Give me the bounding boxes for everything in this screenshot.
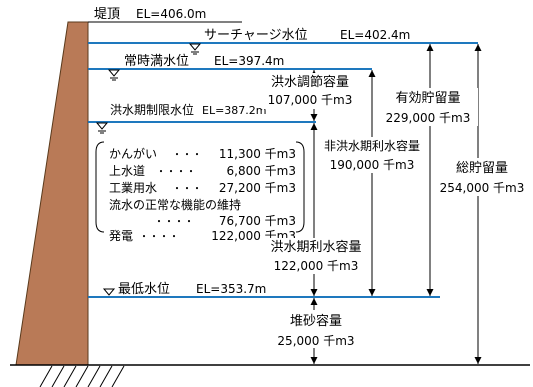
uses-bracket: [95, 141, 305, 233]
normal-el: EL=397.4m: [214, 54, 284, 68]
use-value: 11,300 千m3: [219, 147, 296, 161]
use-dots: ・・・: [172, 184, 202, 195]
total-value: 254,000 千m3: [440, 181, 525, 195]
effective-value: 229,000 千m3: [386, 111, 471, 125]
flood-control-label: 洪水調節容量: [271, 74, 349, 90]
surcharge-label: サーチャージ水位: [204, 28, 308, 43]
use-value: 76,700 千m3: [219, 214, 296, 228]
normal-label: 常時満水位: [124, 54, 189, 69]
minimum-label: 最低水位: [118, 282, 170, 297]
crest-el: EL=406.0m: [136, 7, 206, 21]
use-dots: ・・・: [172, 150, 202, 161]
effective-label: 有効貯留量: [395, 91, 460, 106]
flood-use-label: 洪水期利水容量: [270, 239, 361, 255]
use-dots: ・・・・: [139, 232, 179, 243]
use-name: かんがい: [109, 146, 157, 161]
surcharge-el: EL=402.4m: [340, 28, 410, 42]
use-value: 27,200 千m3: [219, 181, 296, 195]
use-value: 6,800 千m3: [227, 164, 297, 178]
water-level-symbol-icon: [188, 43, 202, 55]
use-name: 上水道: [109, 164, 145, 178]
use-dots: ・・・・: [154, 217, 194, 228]
use-name: 流水の正常な機能の維持: [109, 197, 241, 212]
water-level-symbol-icon: [107, 69, 121, 81]
non-flood-use-value: 190,000 千m3: [330, 158, 415, 172]
total-label: 総貯留量: [456, 161, 508, 176]
uses-list: かんがい ・・・ 11,300 千m3 上水道 ・・・・ 6,800 千m3 工…: [109, 146, 296, 243]
flood-limit-label: 洪水期制限水位: [110, 102, 194, 117]
sediment-value: 25,000 千m3: [277, 334, 354, 348]
crest-label: 堤頂: [94, 7, 120, 22]
flood-use-value: 122,000 千m3: [274, 259, 359, 273]
flood-limit-el: EL=387.2m: [202, 104, 267, 117]
minimum-el: EL=353.7m: [196, 282, 266, 296]
water-level-symbol-icon: [95, 122, 109, 134]
use-name: 発電: [109, 229, 133, 243]
water-level-symbol-icon: [102, 288, 116, 296]
sediment-label: 堆砂容量: [290, 313, 342, 329]
non-flood-use-label: 非洪水期利水容量: [324, 138, 420, 153]
dam-body: [15, 21, 89, 366]
flood-control-value: 107,000 千m3: [268, 93, 353, 107]
use-name: 工業用水: [109, 181, 157, 195]
foundation-hatch: [39, 365, 125, 387]
use-dots: ・・・・: [156, 167, 196, 178]
